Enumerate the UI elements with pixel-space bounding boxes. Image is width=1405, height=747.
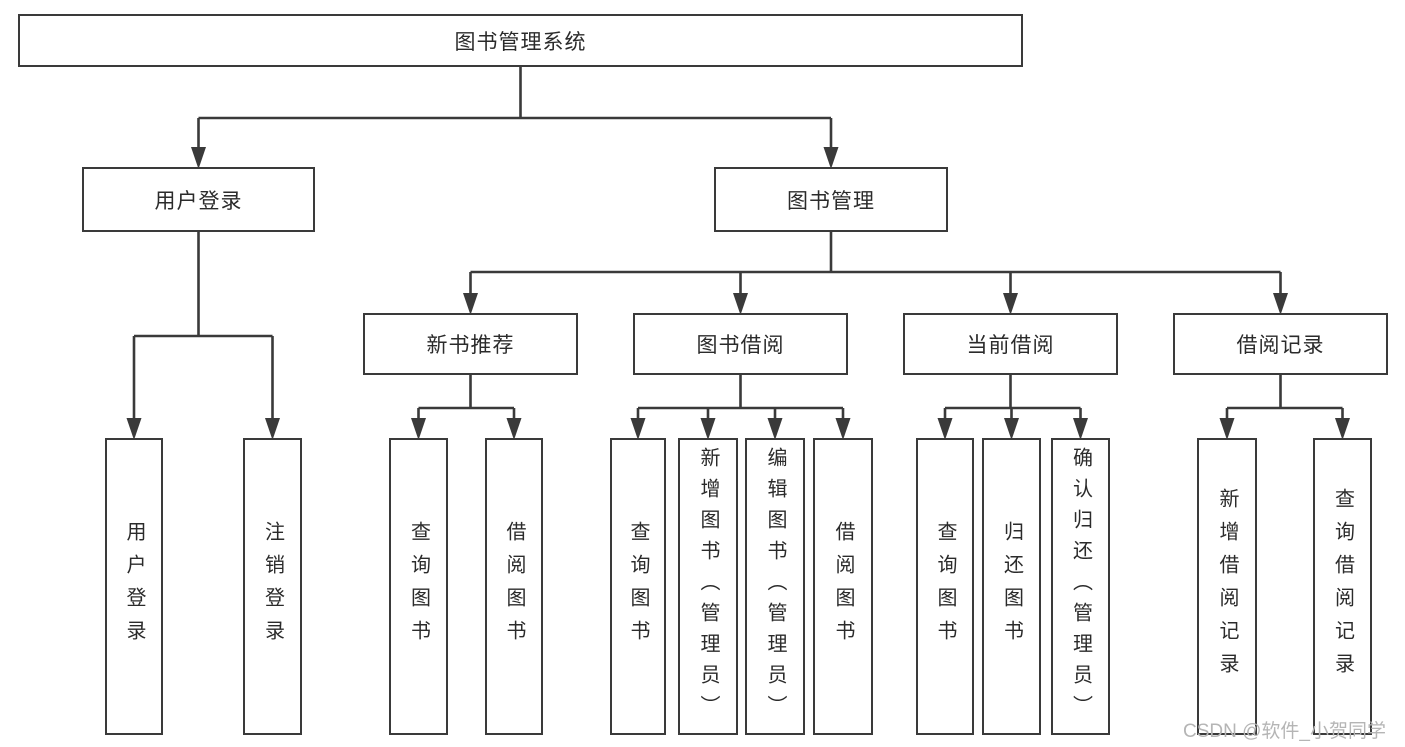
node-borrow-records: 借阅记录 [1173, 313, 1388, 375]
leaf-records-query-record: 查询借阅记录 [1313, 438, 1372, 735]
leaf-logout-login: 注销登录 [243, 438, 302, 735]
node-new-book-recommend-label: 新书推荐 [426, 334, 515, 357]
leaf-borrow-add-book-admin: 新增图书（管理员） [678, 438, 738, 735]
leaf-user-login: 用户登录 [105, 438, 163, 735]
node-book-borrow: 图书借阅 [633, 313, 848, 375]
leaf-current-return-book: 归还图书 [982, 438, 1041, 735]
connector-user-login-to-leaves [126, 232, 280, 440]
connector-current-borrow-to-leaves [937, 375, 1088, 440]
connector-book-management-to-level3 [463, 232, 1288, 315]
node-root: 图书管理系统 [18, 14, 1023, 67]
node-current-borrow: 当前借阅 [903, 313, 1118, 375]
connector-borrow-records-to-leaves [1219, 375, 1350, 440]
connector-new-book-recommend-to-leaves [411, 375, 522, 440]
node-borrow-records-label: 借阅记录 [1236, 334, 1325, 357]
leaf-borrow-edit-book-admin: 编辑图书（管理员） [745, 438, 805, 735]
leaf-borrow-borrow-book: 借阅图书 [813, 438, 873, 735]
connector-book-borrow-to-leaves [630, 375, 851, 440]
node-current-borrow-label: 当前借阅 [966, 334, 1055, 357]
node-new-book-recommend: 新书推荐 [363, 313, 578, 375]
node-user-login-label: 用户登录 [154, 189, 243, 213]
node-book-management-label: 图书管理 [787, 189, 875, 213]
connector-root-to-level2 [191, 67, 839, 169]
node-root-label: 图书管理系统 [454, 30, 587, 54]
leaf-borrow-query-book: 查询图书 [610, 438, 666, 735]
leaf-recommend-query-book: 查询图书 [389, 438, 448, 735]
leaf-records-add-record: 新增借阅记录 [1197, 438, 1257, 735]
leaf-current-confirm-return-admin: 确认归还（管理员） [1051, 438, 1110, 735]
leaf-current-query-book: 查询图书 [916, 438, 974, 735]
node-book-management: 图书管理 [714, 167, 948, 232]
csdn-watermark: CSDN @软件_小贺同学 [1183, 721, 1386, 742]
node-book-borrow-label: 图书借阅 [696, 334, 785, 357]
leaf-recommend-borrow-book: 借阅图书 [485, 438, 543, 735]
node-user-login: 用户登录 [82, 167, 315, 232]
